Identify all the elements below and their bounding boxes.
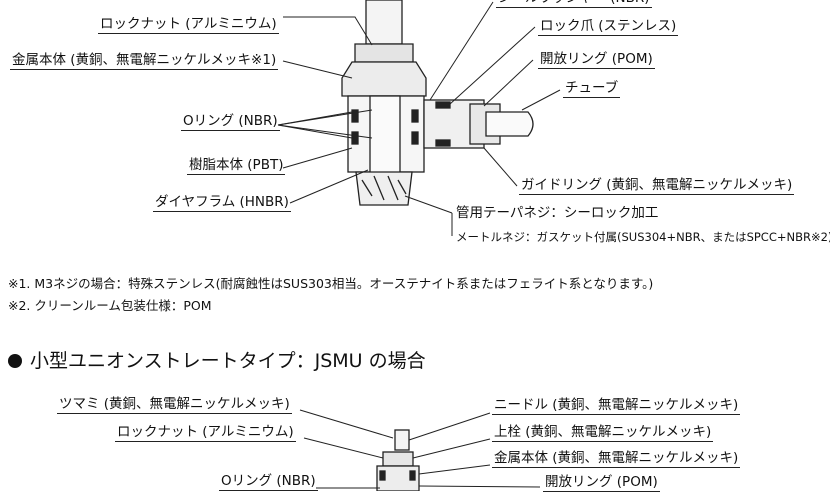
bottom-lock-nut — [382, 451, 414, 467]
label-bottom-release-ring: 開放リング (POM) — [543, 474, 660, 492]
top-fitting — [341, 0, 534, 206]
label-needle: ニードル (黄銅、無電解ニッケルメッキ) — [492, 397, 741, 415]
section-title-text: 小型ユニオンストレートタイプ：JSMU の場合 — [30, 350, 426, 372]
label-guide-ring: ガイドリング (黄銅、無電解ニッケルメッキ) — [519, 177, 795, 195]
footnote-1: ※1. M3ネジの場合：特殊ステンレス(耐腐蝕性はSUS303相当。オーステナイ… — [8, 276, 654, 291]
top-hex-body — [341, 61, 427, 97]
label-pipe-thread: 管用テーパネジ：シーロック加工 — [456, 205, 659, 221]
top-lock-nut — [354, 43, 414, 63]
label-tube: チューブ — [563, 80, 621, 98]
label-release-ring: 開放リング (POM) — [538, 51, 655, 69]
label-bottom-metal-body: 金属本体 (黄銅、無電解ニッケルメッキ) — [492, 450, 741, 468]
label-diaphragm: ダイヤフラム (HNBR) — [153, 194, 291, 212]
section-title: 小型ユニオンストレートタイプ：JSMU の場合 — [8, 346, 426, 373]
label-bottom-lock-nut: ロックナット (アルミニウム) — [115, 424, 296, 442]
label-lock-nut: ロックナット (アルミニウム) — [98, 16, 279, 34]
footnote-2: ※2. クリーンルーム包装仕様：POM — [8, 298, 212, 313]
label-bottom-o-ring: Oリング (NBR) — [219, 473, 318, 491]
label-upper-plug: 上栓 (黄銅、無電解ニッケルメッキ) — [492, 424, 714, 442]
label-lock-claw: ロック爪 (ステンレス) — [538, 18, 679, 36]
bottom-knob — [394, 429, 410, 451]
label-o-ring: Oリング (NBR) — [181, 113, 280, 131]
bullet-icon — [8, 354, 22, 368]
top-tube — [485, 111, 534, 137]
top-leader-lines — [277, 1, 561, 236]
label-metric-thread: メートルネジ：ガスケット付属(SUS304+NBR、またはSPCC+NBR※2) — [456, 230, 830, 244]
label-metal-body: 金属本体 (黄銅、無電解ニッケルメッキ※1) — [10, 52, 279, 70]
label-resin-body: 樹脂本体 (PBT) — [187, 157, 286, 175]
label-knob: ツマミ (黄銅、無電解ニッケルメッキ) — [57, 396, 292, 414]
bottom-leader-lines — [299, 409, 541, 489]
top-spindle — [365, 0, 403, 45]
label-seal-washer: シールワッシャー (NBR) — [496, 0, 652, 8]
bottom-fitting — [376, 429, 420, 491]
